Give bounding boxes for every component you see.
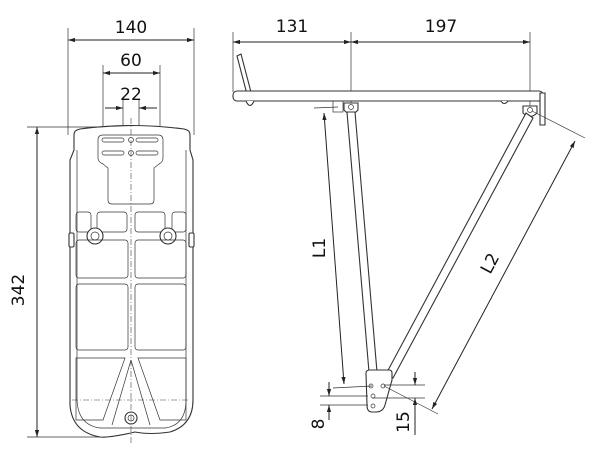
strut-l2-dimension: L2 [383,110,586,415]
dim-label-l1: L1 [310,238,330,258]
length-197-dimension: 197 [351,17,531,110]
dim-label-342: 342 [9,274,29,306]
length-131-dimension: 131 [232,17,352,108]
dim-label-60: 60 [120,51,142,71]
dim-label-15: 15 [394,411,414,433]
dim-label-131: 131 [276,17,308,37]
dim-label-l2: L2 [477,250,504,277]
side-view: 131 197 L1 [232,17,586,435]
dim-label-8: 8 [309,419,329,430]
width-140-dimension: 140 [67,18,195,135]
offset-15-dimension: 15 [372,372,425,435]
strut-l1-dimension: L1 [310,106,373,389]
carrier-side-profile [232,53,546,413]
offset-8-dimension: 8 [309,382,368,429]
height-342-dimension: 342 [9,126,110,438]
spacing-60-dimension: 60 [102,51,161,140]
carrier-plate [68,118,195,445]
dim-label-22: 22 [120,85,142,105]
dim-label-197: 197 [425,17,457,37]
dim-label-140: 140 [115,18,147,38]
front-view: 140 60 22 342 [9,18,195,445]
